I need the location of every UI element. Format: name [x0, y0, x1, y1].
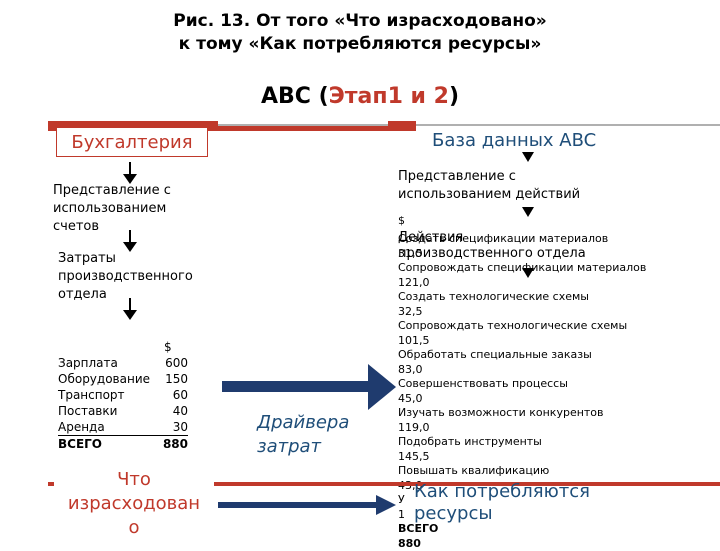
activity-item: Сопровождать технологические схемы	[398, 319, 718, 334]
right-red-bar-end	[388, 121, 416, 131]
currency-label: $	[58, 340, 190, 355]
activity-cost: 45,0	[398, 392, 718, 407]
activity-item: Создать технологические схемы	[398, 290, 718, 305]
how-consumed-line: Как потребляются	[414, 481, 590, 503]
cost-drivers-arrow-icon	[222, 362, 398, 412]
activity-cost: 101,5	[398, 334, 718, 349]
activity-cost: 32,5	[398, 305, 718, 320]
title-line-1: Рис. 13. От того «Что израсходовано»	[0, 10, 720, 33]
right-step1: Представление с использованием действий	[398, 168, 580, 204]
activity-item: Сопровождать спецификации материалов	[398, 261, 718, 276]
row-name: Аренда	[58, 419, 160, 436]
left-step1-line: использованием	[53, 200, 171, 218]
total-amount: 880	[160, 436, 188, 453]
row-name: Поставки	[58, 403, 160, 419]
row-amount: 30	[160, 419, 188, 436]
left-step1-line: счетов	[53, 218, 171, 236]
row-amount: 60	[160, 387, 188, 403]
down-arrow-icon	[120, 298, 140, 322]
right-step1-line: Представление с	[398, 168, 580, 186]
row-amount: 40	[160, 403, 188, 419]
left-step2-line: Затраты	[58, 250, 193, 268]
activity-item: Подобрать инструменты	[398, 435, 718, 450]
right-step1-line: использованием действий	[398, 186, 580, 204]
activity-cost: 83,0	[398, 363, 718, 378]
activity-item: Совершенствовать процессы	[398, 377, 718, 392]
total-name: ВСЕГО	[58, 436, 160, 453]
accounting-tab-label: Бухгалтерия	[57, 128, 207, 158]
drivers-label-line: Драйвера	[257, 411, 349, 435]
bottom-arrow-icon	[218, 494, 398, 516]
down-arrow-icon	[518, 150, 538, 166]
how-consumed-label: Как потребляются ресурсы	[414, 481, 590, 525]
activity-item: Обработать специальные заказы	[398, 348, 718, 363]
abc-heading-prefix: ABC (	[261, 84, 329, 109]
abc-database-label: База данных ABC	[432, 130, 596, 151]
abc-heading-highlight: Этап1 и 2	[329, 84, 449, 109]
abc-heading-suffix: )	[449, 84, 459, 109]
accounting-tab: Бухгалтерия	[56, 128, 208, 157]
activity-item: Создать спецификации материалов	[398, 232, 718, 247]
left-step1: Представление с использованием счетов	[53, 182, 171, 236]
middle-red-bar	[218, 126, 410, 131]
activity-item: Повышать квалификацию	[398, 464, 718, 479]
activities-total-amount: 880	[398, 537, 718, 551]
row-name: Оборудование	[58, 371, 160, 387]
title-line-2: к тому «Как потребляются ресурсы»	[0, 33, 720, 56]
activity-cost: 31,5	[398, 247, 718, 262]
what-spent-label: Что израсходован о	[54, 468, 214, 540]
activity-cost: 121,0	[398, 276, 718, 291]
drivers-label-line: затрат	[257, 435, 349, 459]
left-step2-line: производственного	[58, 268, 193, 286]
down-arrow-icon	[518, 205, 538, 221]
figure-title: Рис. 13. От того «Что израсходовано» к т…	[0, 10, 720, 56]
left-step1-line: Представление с	[53, 182, 171, 200]
what-spent-line: о	[54, 516, 214, 540]
row-amount: 150	[160, 371, 188, 387]
what-spent-line: Что	[54, 468, 214, 492]
left-step2: Затраты производственного отдела	[58, 250, 193, 304]
abc-heading: ABC (Этап1 и 2)	[0, 84, 720, 109]
activity-cost: 119,0	[398, 421, 718, 436]
drivers-label: Драйвера затрат	[257, 411, 349, 459]
how-consumed-line: ресурсы	[414, 503, 590, 525]
row-name: Зарплата	[58, 355, 160, 371]
activity-cost: 145,5	[398, 450, 718, 465]
row-name: Транспорт	[58, 387, 160, 403]
what-spent-line: израсходован	[54, 492, 214, 516]
activity-item: Изучать возможности конкурентов	[398, 406, 718, 421]
right-currency: $	[398, 214, 405, 227]
row-amount: 600	[160, 355, 188, 371]
